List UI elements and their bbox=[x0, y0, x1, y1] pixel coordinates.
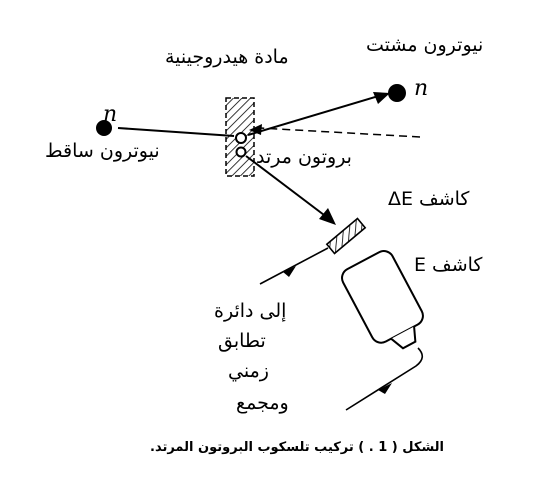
e-signal-line bbox=[345, 347, 424, 411]
incident-neutron-label: نيوترون ساقط bbox=[45, 140, 160, 162]
incident-neutron-dot bbox=[96, 120, 112, 136]
delta-e-detector bbox=[325, 217, 367, 255]
recoil-angle-arrowhead bbox=[249, 124, 262, 135]
circuit-label-line2: تطابق bbox=[218, 330, 266, 352]
incident-neutron-path bbox=[117, 127, 235, 137]
circuit-label-line4: ومجمع bbox=[236, 392, 289, 414]
scattered-neutron-symbol: n bbox=[414, 76, 429, 101]
delta-e-signal-line bbox=[259, 247, 329, 285]
recoil-proton-dot bbox=[235, 146, 247, 158]
scattered-neutron-path bbox=[247, 94, 383, 136]
e-detector bbox=[341, 250, 424, 350]
scattered-neutron-dot bbox=[388, 84, 406, 102]
e-signal-arrowhead bbox=[378, 383, 392, 394]
e-detector-label: كاشف E bbox=[414, 254, 483, 276]
delta-e-detector-label: كاشف ΔE bbox=[388, 188, 470, 210]
recoil-proton-arrowhead bbox=[319, 208, 336, 225]
figure-caption: الشكل ( 1 . ) تركيب تلسكوب البروتون المر… bbox=[150, 440, 445, 455]
reference-dashed-line bbox=[259, 127, 421, 138]
circuit-label-line1: إلى دائرة bbox=[214, 300, 287, 322]
circuit-label-line3: زمني bbox=[228, 360, 269, 382]
scattering-point bbox=[235, 132, 247, 144]
recoil-proton-label: بروتون مرتد bbox=[256, 146, 352, 168]
scattered-neutron-arrowhead bbox=[373, 92, 390, 104]
recoil-proton-path bbox=[245, 155, 329, 219]
hydrogenous-material-label: مادة هيدروجينية bbox=[165, 46, 289, 68]
scattered-neutron-label: نيوترون مشتت bbox=[366, 34, 484, 56]
incident-neutron-symbol: n bbox=[103, 102, 118, 127]
delta-e-signal-arrowhead bbox=[283, 266, 296, 277]
